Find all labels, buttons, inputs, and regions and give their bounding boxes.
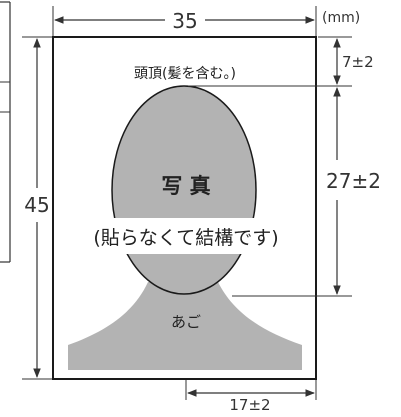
face-height-label: 27±2: [326, 169, 381, 193]
note-band: [55, 218, 314, 254]
height-dimension: [22, 36, 52, 380]
left-partial-frame: [0, 1, 11, 263]
width-dimension: [52, 6, 317, 36]
crown-label: 頭頂(髪を含む。): [134, 66, 236, 82]
bottom-width-dimension: [185, 380, 317, 400]
note-label: (貼らなくて結構です): [93, 227, 278, 249]
photo-label: 写 真: [161, 173, 210, 198]
right-dimensions: [188, 36, 352, 297]
unit-label: (mm): [322, 10, 360, 26]
chin-label: あご: [171, 313, 201, 331]
shoulders-silhouette: [68, 282, 302, 370]
top-margin-label: 7±2: [342, 53, 374, 71]
bottom-width-label: 17±2: [229, 396, 270, 412]
height-label: 45: [24, 193, 49, 217]
width-label: 35: [172, 9, 197, 33]
